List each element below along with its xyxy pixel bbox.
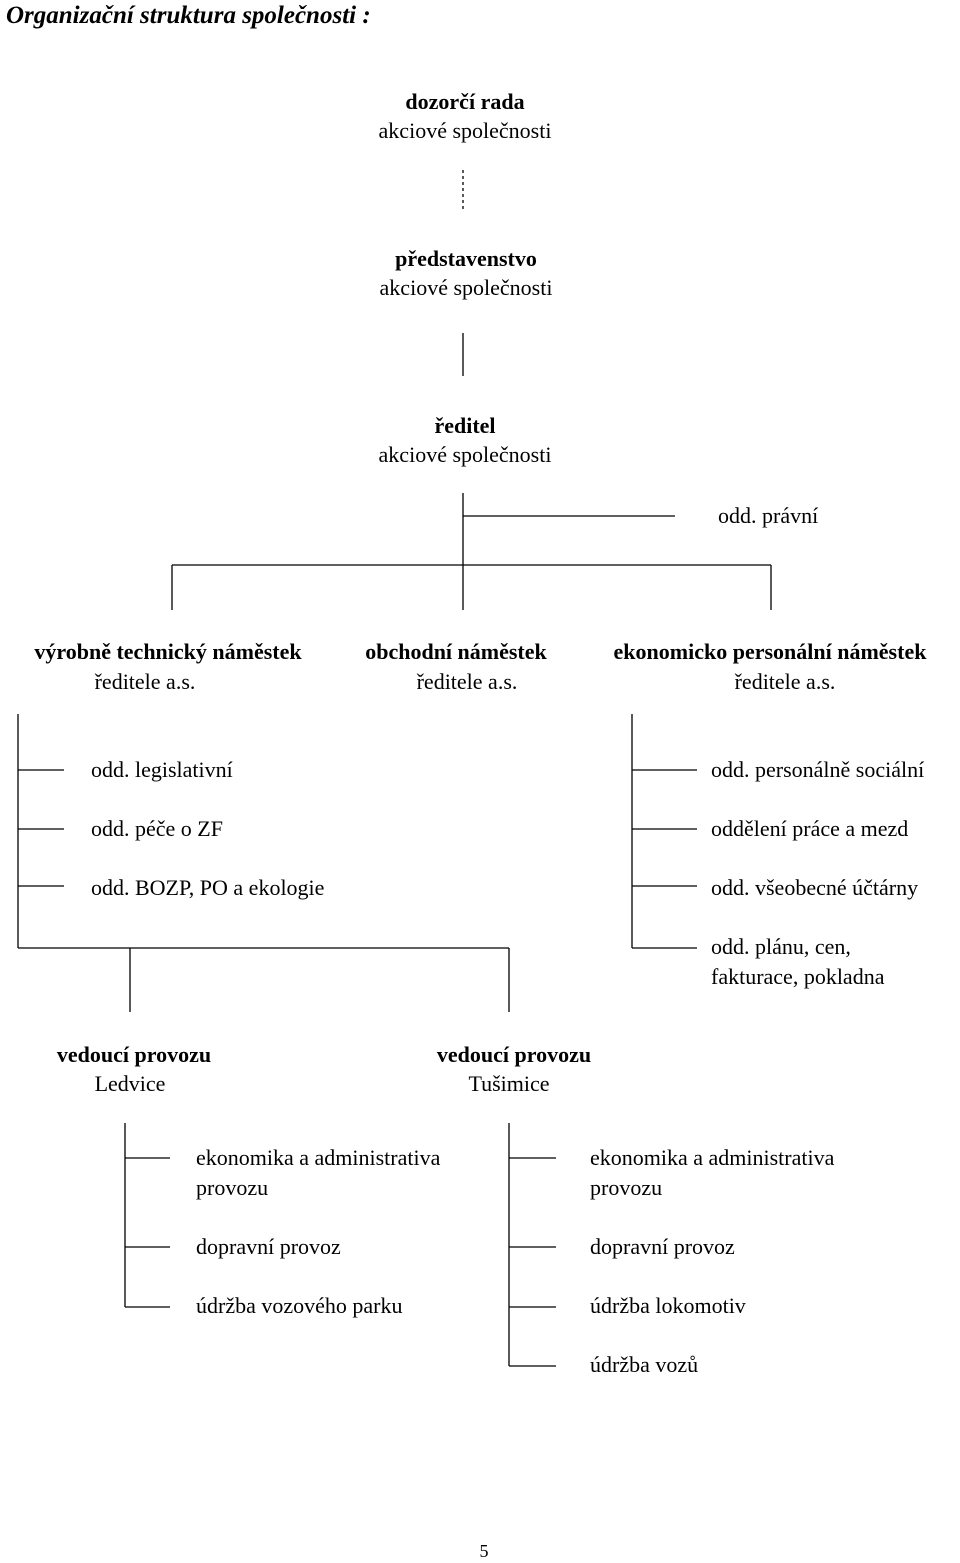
director-sub: akciové společnosti (378, 442, 552, 467)
deputy-technical-name: výrobně technický náměstek (34, 639, 302, 664)
plant-tusimice-name: vedoucí provozu (436, 1042, 592, 1067)
executive-board-name: představenstvo (395, 246, 537, 271)
economic-dept-payroll: oddělení práce a mezd (711, 816, 909, 841)
deputy-economic-name: ekonomicko personální náměstek (613, 639, 927, 664)
tusimice-unit-locomotives: údržba lokomotiv (590, 1293, 746, 1318)
tusimice-unit-transport: dopravní provoz (590, 1234, 735, 1259)
economic-dept-accounting: odd. všeobecné účtárny (711, 875, 919, 900)
plant-tusimice-place: Tušimice (468, 1071, 550, 1096)
plant-ledvice-name: vedoucí provozu (56, 1042, 212, 1067)
economic-dept-invoicing: fakturace, pokladna (711, 964, 885, 989)
technical-dept-legislative: odd. legislativní (91, 757, 233, 782)
ledvice-unit-economics: ekonomika a administrativa (196, 1145, 441, 1170)
technical-dept-bozp: odd. BOZP, PO a ekologie (91, 875, 325, 900)
ledvice-unit-maintenance: údržba vozového parku (196, 1293, 403, 1318)
deputy-economic-sub: ředitele a.s. (734, 669, 836, 694)
plant-ledvice-place: Ledvice (94, 1071, 166, 1096)
ledvice-unit-transport: dopravní provoz (196, 1234, 341, 1259)
executive-board-sub: akciové společnosti (379, 275, 553, 300)
deputy-commercial-name: obchodní náměstek (365, 639, 547, 664)
deputy-technical-sub: ředitele a.s. (94, 669, 196, 694)
page-number: 5 (479, 1541, 489, 1561)
technical-dept-care: odd. péče o ZF (91, 816, 223, 841)
deputy-commercial-sub: ředitele a.s. (416, 669, 518, 694)
ledvice-unit-economics-cont: provozu (196, 1175, 269, 1200)
economic-dept-planning: odd. plánu, cen, (711, 934, 851, 959)
legal-dept: odd. právní (718, 503, 819, 528)
economic-dept-personnel: odd. personálně sociální (711, 757, 925, 782)
tusimice-unit-economics: ekonomika a administrativa (590, 1145, 835, 1170)
page-title: Organizační struktura společnosti : (6, 2, 371, 29)
board-name: dozorčí rada (405, 89, 525, 114)
board-sub: akciové společnosti (378, 118, 552, 143)
director-name: ředitel (434, 413, 496, 438)
tusimice-unit-economics-cont: provozu (590, 1175, 663, 1200)
tusimice-unit-wagons: údržba vozů (590, 1352, 699, 1377)
